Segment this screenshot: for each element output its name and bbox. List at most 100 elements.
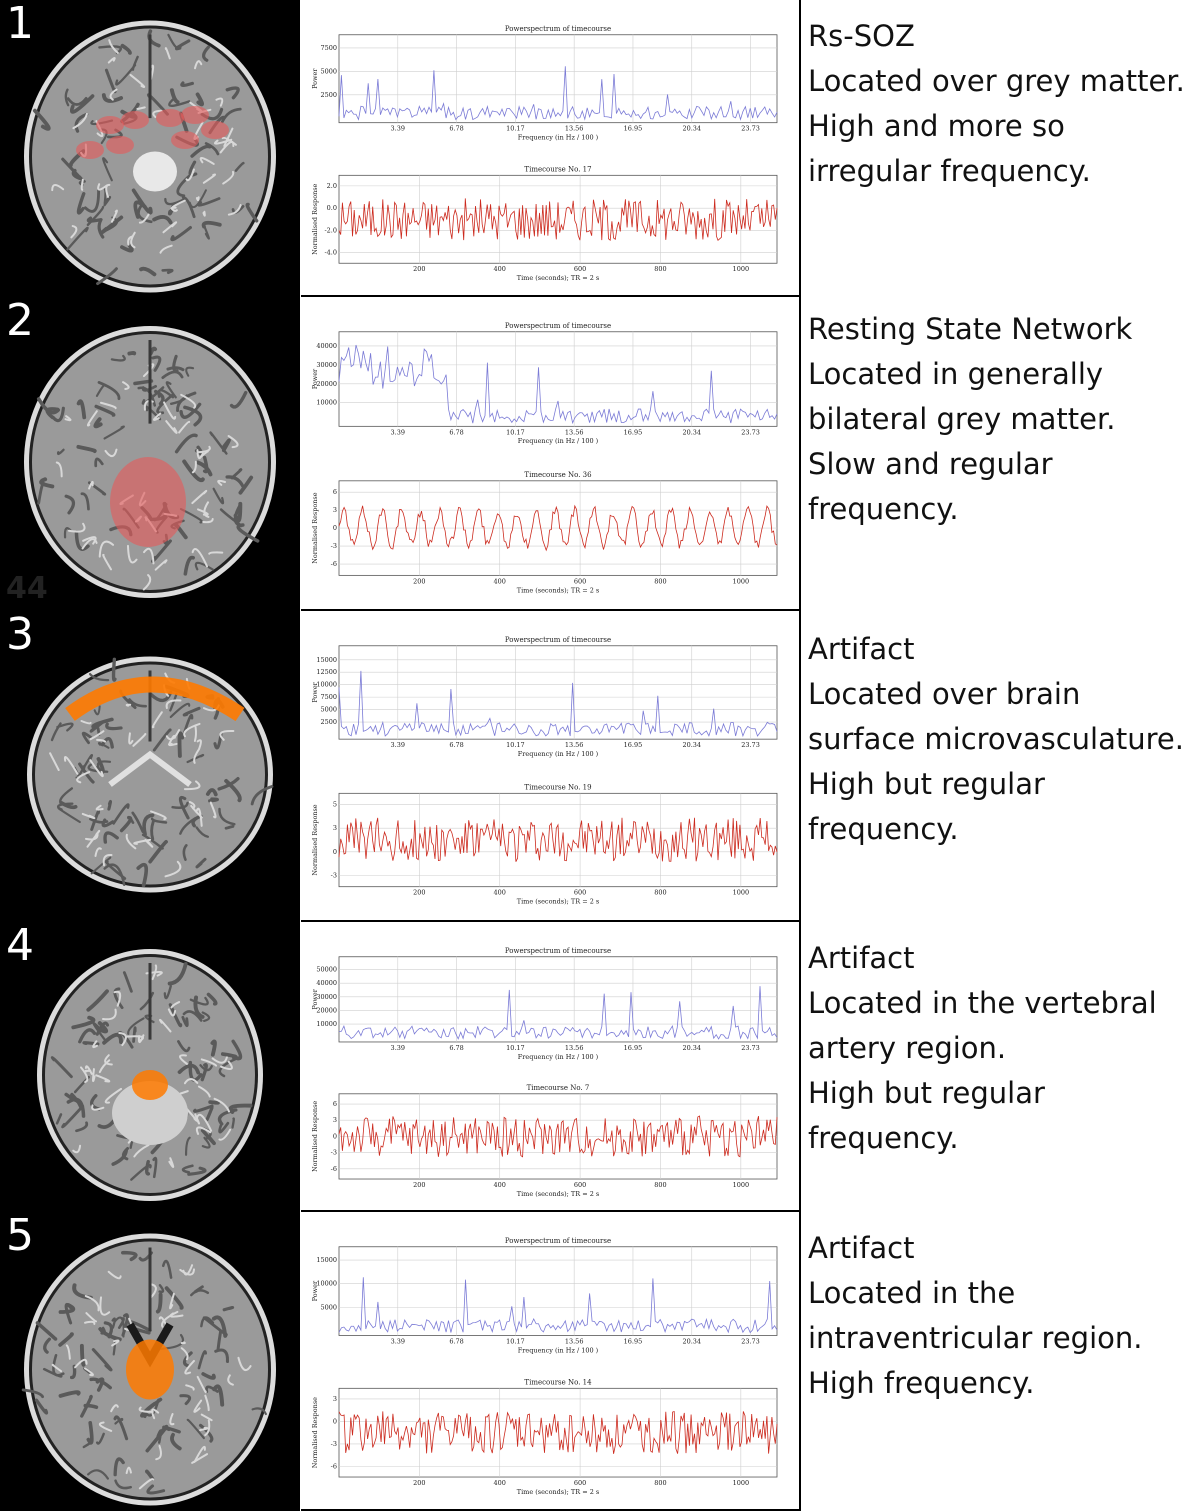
activation-overlay: [65, 676, 245, 722]
x-tick-label: 600: [574, 577, 586, 585]
y-tick-label: 5000: [320, 706, 337, 714]
plot-title: Timecourse No. 36: [524, 471, 591, 479]
activation-overlay: [171, 131, 199, 149]
y-tick-label: 5: [333, 801, 337, 809]
y-tick-label: 15000: [316, 656, 337, 664]
spectrum-plot: Powerspectrum of timecourse1500010000500…: [311, 1237, 778, 1354]
description-line: Located in generally: [808, 357, 1104, 391]
x-tick-label: 400: [494, 577, 506, 585]
y-axis-label: Normalised Response: [311, 1101, 319, 1172]
plot-title: Powerspectrum of timecourse: [505, 947, 611, 955]
y-tick-label: 10000: [316, 399, 337, 407]
y-axis-label: Power: [311, 1280, 319, 1301]
divider: [799, 922, 801, 1212]
description-line: intraventricular region.: [808, 1321, 1143, 1355]
description-line: High but regular: [808, 767, 1045, 801]
x-tick-label: 23.73: [741, 1337, 760, 1345]
plot-frame: [338, 174, 778, 264]
x-tick-label: 10.17: [506, 125, 525, 133]
y-tick-label: 3: [333, 1395, 337, 1403]
y-tick-label: -3: [331, 872, 337, 880]
mri-image: [0, 297, 300, 611]
y-tick-label: 0: [333, 524, 337, 532]
y-tick-label: 15000: [316, 1256, 337, 1264]
x-tick-label: 600: [574, 889, 586, 897]
y-tick-label: 2500: [320, 91, 337, 99]
spectrum-trace: [338, 1277, 778, 1334]
x-tick-label: 200: [413, 1479, 425, 1487]
y-tick-label: 3: [333, 824, 337, 832]
spectrum-plot: Powerspectrum of timecourse5000040000300…: [311, 947, 778, 1061]
plot-title: Timecourse No. 17: [524, 165, 591, 173]
description-line: Slow and regular: [808, 447, 1053, 481]
activation-overlay: [106, 136, 134, 154]
description-line: bilateral grey matter.: [808, 402, 1116, 436]
x-tick-label: 6.78: [449, 125, 463, 133]
activation-overlay: [156, 109, 184, 127]
panel-number: 4: [6, 920, 34, 971]
x-tick-label: 800: [654, 1479, 666, 1487]
x-tick-label: 13.56: [565, 125, 584, 133]
y-tick-label: 3: [333, 1116, 337, 1124]
x-tick-label: 13.56: [565, 1044, 584, 1052]
y-tick-label: 20000: [316, 1006, 337, 1014]
x-tick-label: 600: [574, 1181, 586, 1189]
plot-frame: [338, 956, 778, 1043]
plot-frame: [338, 1387, 778, 1478]
y-tick-label: 6: [333, 1100, 337, 1108]
description-line: frequency.: [808, 492, 959, 526]
y-axis-label: Normalised Response: [311, 804, 319, 875]
spectrum-plot: Powerspectrum of timecourse4000030000200…: [311, 322, 778, 445]
y-tick-label: 0: [333, 848, 337, 856]
x-tick-label: 6.78: [449, 1044, 463, 1052]
x-axis-label: Time (seconds); TR = 2 s: [517, 898, 599, 906]
plot-title: Powerspectrum of timecourse: [505, 1237, 611, 1245]
activation-overlay: [76, 141, 104, 159]
y-axis-label: Normalised Response: [311, 183, 319, 254]
x-tick-label: 16.95: [624, 1044, 643, 1052]
activation-overlay: [121, 111, 149, 129]
activation-overlay: [126, 1339, 174, 1400]
spectrum-trace: [338, 344, 778, 425]
x-tick-label: 1000: [733, 265, 750, 273]
x-tick-label: 400: [494, 1181, 506, 1189]
description-line: High frequency.: [808, 1366, 1035, 1400]
x-tick-label: 16.95: [624, 428, 643, 436]
x-axis-label: Time (seconds); TR = 2 s: [517, 1488, 599, 1496]
plot-title: Timecourse No. 7: [527, 1084, 590, 1092]
side-label: 44: [6, 571, 48, 606]
y-axis-label: Power: [311, 681, 319, 702]
spectrum-trace: [338, 66, 778, 121]
x-tick-label: 10.17: [506, 428, 525, 436]
plot-title: Timecourse No. 19: [524, 783, 591, 791]
x-tick-label: 20.34: [682, 741, 701, 749]
x-tick-label: 1000: [733, 889, 750, 897]
mri-image: [0, 922, 300, 1212]
activation-overlay: [181, 106, 209, 124]
y-tick-label: 40000: [316, 342, 337, 350]
description-line: High but regular: [808, 1076, 1045, 1110]
description-line: Artifact: [808, 941, 915, 975]
x-tick-label: 600: [574, 265, 586, 273]
x-tick-label: 13.56: [565, 428, 584, 436]
y-tick-label: 3: [333, 506, 337, 514]
x-tick-label: 3.39: [391, 1044, 405, 1052]
y-tick-label: 5000: [320, 67, 337, 75]
x-tick-label: 800: [654, 577, 666, 585]
x-tick-label: 13.56: [565, 741, 584, 749]
divider: [799, 1212, 801, 1511]
y-tick-label: -4.0: [324, 249, 337, 257]
description-line: Located over brain: [808, 677, 1081, 711]
panel-number: 2: [6, 295, 34, 346]
y-tick-label: -6: [331, 1165, 337, 1173]
